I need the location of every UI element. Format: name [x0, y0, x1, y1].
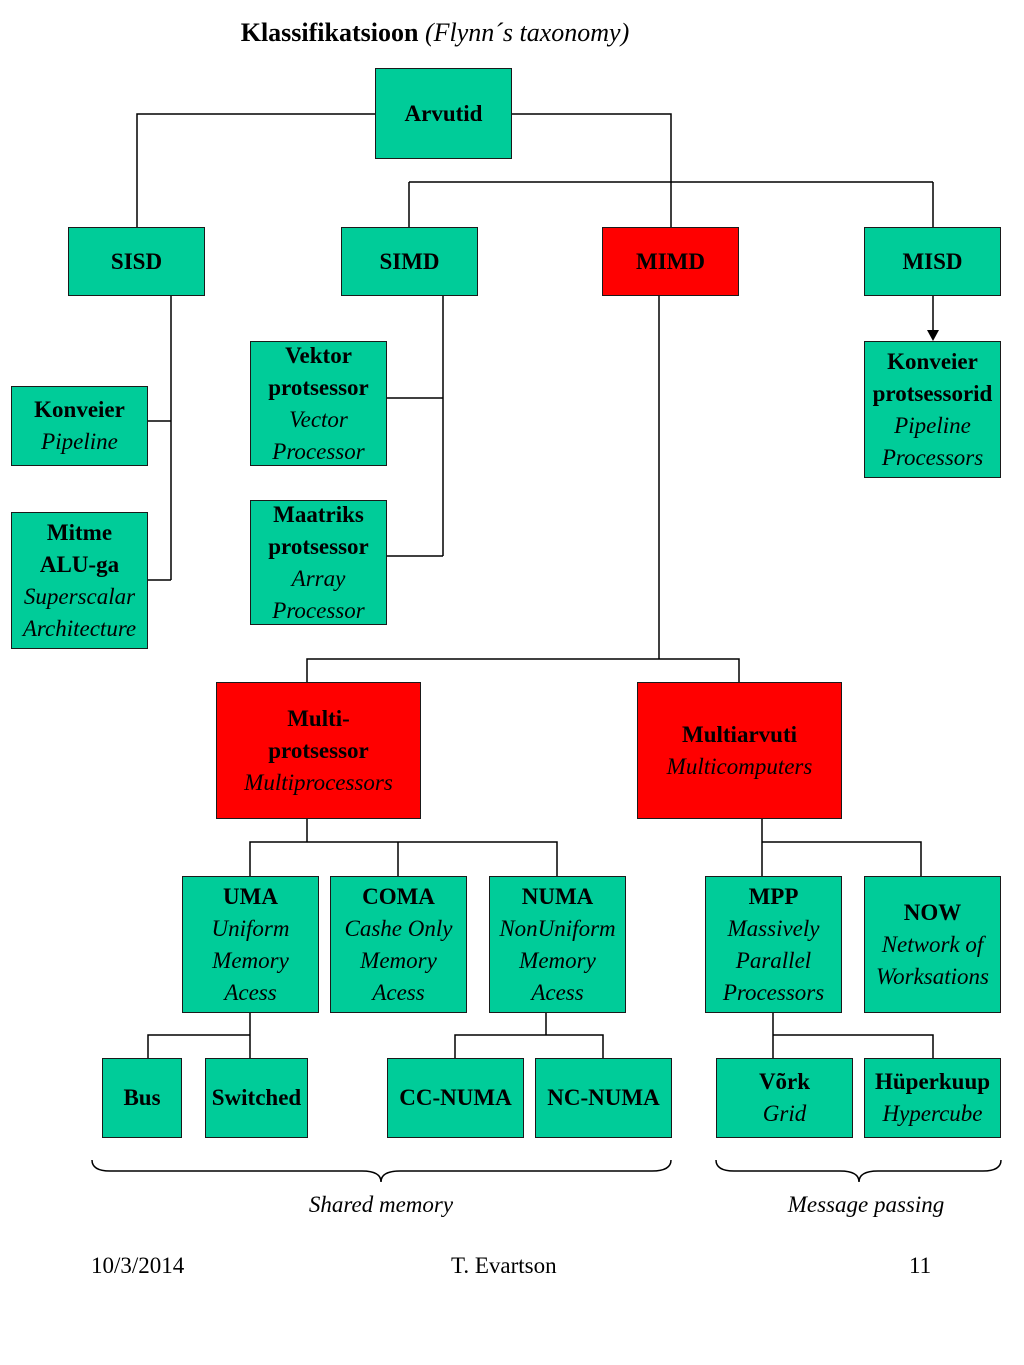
node-mpp-line2: Massively	[727, 915, 820, 941]
node-coma-line1: COMA	[362, 883, 435, 909]
node-bus: Bus	[102, 1058, 182, 1138]
node-vektor: Vektor protsessor Vector Processor	[250, 341, 387, 466]
node-konveier-protsessorid-line2: protsessorid	[872, 380, 993, 406]
node-numa-line1: NUMA	[521, 883, 594, 909]
node-nc-numa-label: NC-NUMA	[547, 1085, 660, 1110]
connector-multiprots-bus	[249, 841, 558, 876]
node-mitme-alu: Mitme ALU-ga Superscalar Architecture	[11, 512, 148, 649]
node-huperkuup-line2: Hypercube	[882, 1101, 983, 1126]
node-mimd: MIMD	[602, 227, 739, 296]
node-multiprotsessor: Multi- protsessor Multiprocessors	[216, 682, 421, 819]
brace-shared-memory	[91, 1159, 672, 1183]
node-mitme-alu-line2: ALU-ga	[39, 551, 120, 577]
node-simd: SIMD	[341, 227, 478, 296]
node-now-line1: NOW	[903, 899, 962, 925]
node-maatriks-line1: Maatriks	[273, 501, 364, 527]
node-uma-line1: UMA	[223, 883, 278, 909]
group-label-message-passing: Message passing	[787, 1192, 945, 1217]
node-vork-line1: Võrk	[758, 1069, 811, 1094]
node-multiprotsessor-line3: Multiprocessors	[244, 769, 393, 795]
node-uma: UMA Uniform Memory Acess	[182, 876, 319, 1013]
node-now: NOW Network of Worksations	[864, 876, 1001, 1013]
node-maatriks: Maatriks protsessor Array Processor	[250, 500, 387, 625]
node-cc-numa: CC-NUMA	[387, 1058, 524, 1138]
brace-message-passing	[715, 1159, 1002, 1183]
node-mpp-line1: MPP	[748, 883, 799, 909]
node-coma-line2: Cashe Only	[344, 915, 453, 941]
node-mitme-alu-line4: Architecture	[22, 615, 137, 641]
node-huperkuup: Hüperkuup Hypercube	[864, 1058, 1001, 1138]
node-vektor-line3: Vector	[289, 406, 348, 432]
footer-page-number: 11	[909, 1253, 932, 1278]
node-misd-label: MISD	[902, 248, 963, 274]
node-mpp-line4: Processors	[722, 979, 825, 1005]
node-konveier-protsessorid-line1: Konveier	[887, 348, 978, 374]
node-numa: NUMA NonUniform Memory Acess	[489, 876, 626, 1013]
node-konveier-line2: Pipeline	[41, 429, 118, 454]
node-mpp-line3: Parallel	[735, 947, 812, 973]
connector-arvutid-mimd	[512, 113, 672, 228]
node-now-line2: Network of	[881, 931, 984, 957]
node-multiarvuti: Multiarvuti Multicomputers	[637, 682, 842, 819]
footer-date: 10/3/2014	[91, 1253, 185, 1278]
connector-numa-split	[454, 1034, 604, 1058]
node-multiarvuti-line2: Multicomputers	[666, 753, 813, 779]
connector-uma-bus	[147, 1034, 250, 1058]
node-arvutid-label: Arvutid	[404, 100, 483, 126]
node-konveier-protsessorid-line4: Processors	[881, 444, 984, 470]
node-konveier-protsessorid: Konveier protsessorid Pipeline Processor…	[864, 341, 1001, 478]
node-multiprotsessor-line1: Multi-	[287, 705, 350, 731]
node-konveier-protsessorid-line3: Pipeline	[894, 412, 971, 438]
node-numa-line3: Memory	[519, 947, 596, 973]
connector-multiarvuti-now	[762, 841, 922, 876]
node-now-line3: Worksations	[876, 963, 989, 989]
node-bus-label: Bus	[123, 1085, 161, 1110]
node-vork-line2: Grid	[762, 1101, 807, 1126]
footer-author: T. Evartson	[451, 1253, 557, 1278]
page-title: Klassifikatsioon (Flynn´s taxonomy)	[0, 18, 870, 48]
node-mpp: MPP Massively Parallel Processors	[705, 876, 842, 1013]
node-switched-label: Switched	[211, 1085, 302, 1110]
node-vektor-line4: Processor	[272, 438, 365, 464]
node-multiarvuti-line1: Multiarvuti	[682, 721, 797, 747]
node-konveier: Konveier Pipeline	[11, 386, 148, 466]
node-cc-numa-label: CC-NUMA	[399, 1085, 512, 1110]
node-coma-line3: Memory	[360, 947, 437, 973]
node-numa-line2: NonUniform	[499, 915, 616, 941]
node-vork: Võrk Grid	[716, 1058, 853, 1138]
node-misd: MISD	[864, 227, 1001, 296]
node-coma-line4: Acess	[372, 979, 425, 1005]
node-maatriks-line3: Array	[291, 565, 346, 591]
node-simd-label: SIMD	[379, 248, 440, 274]
title-subtitle: (Flynn´s taxonomy)	[424, 18, 630, 47]
node-mimd-label: MIMD	[636, 248, 705, 274]
node-vektor-line2: protsessor	[268, 374, 369, 400]
node-uma-line3: Memory	[212, 947, 289, 973]
connector-mpp-huperkuup	[773, 1034, 934, 1058]
connector-arvutid-sisd	[136, 113, 376, 228]
node-vektor-line1: Vektor	[285, 342, 352, 368]
arrow-head	[927, 330, 939, 341]
node-coma: COMA Cashe Only Memory Acess	[330, 876, 467, 1013]
node-sisd-label: SISD	[110, 248, 163, 274]
node-sisd: SISD	[68, 227, 205, 296]
node-numa-line4: Acess	[531, 979, 584, 1005]
node-huperkuup-line1: Hüperkuup	[874, 1069, 991, 1094]
node-maatriks-line4: Processor	[272, 597, 365, 623]
node-maatriks-line2: protsessor	[268, 533, 369, 559]
node-switched: Switched	[205, 1058, 308, 1138]
connector-mimd-split	[306, 658, 740, 683]
node-arvutid: Arvutid	[375, 68, 512, 159]
node-uma-line2: Uniform	[211, 915, 290, 941]
node-mitme-alu-line1: Mitme	[46, 519, 113, 545]
node-multiprotsessor-line2: protsessor	[268, 737, 369, 763]
group-label-shared-memory: Shared memory	[308, 1192, 454, 1217]
node-mitme-alu-line3: Superscalar	[23, 583, 136, 609]
node-uma-line4: Acess	[224, 979, 277, 1005]
node-konveier-line1: Konveier	[34, 397, 125, 422]
title-main: Klassifikatsioon	[240, 18, 419, 47]
node-nc-numa: NC-NUMA	[535, 1058, 672, 1138]
